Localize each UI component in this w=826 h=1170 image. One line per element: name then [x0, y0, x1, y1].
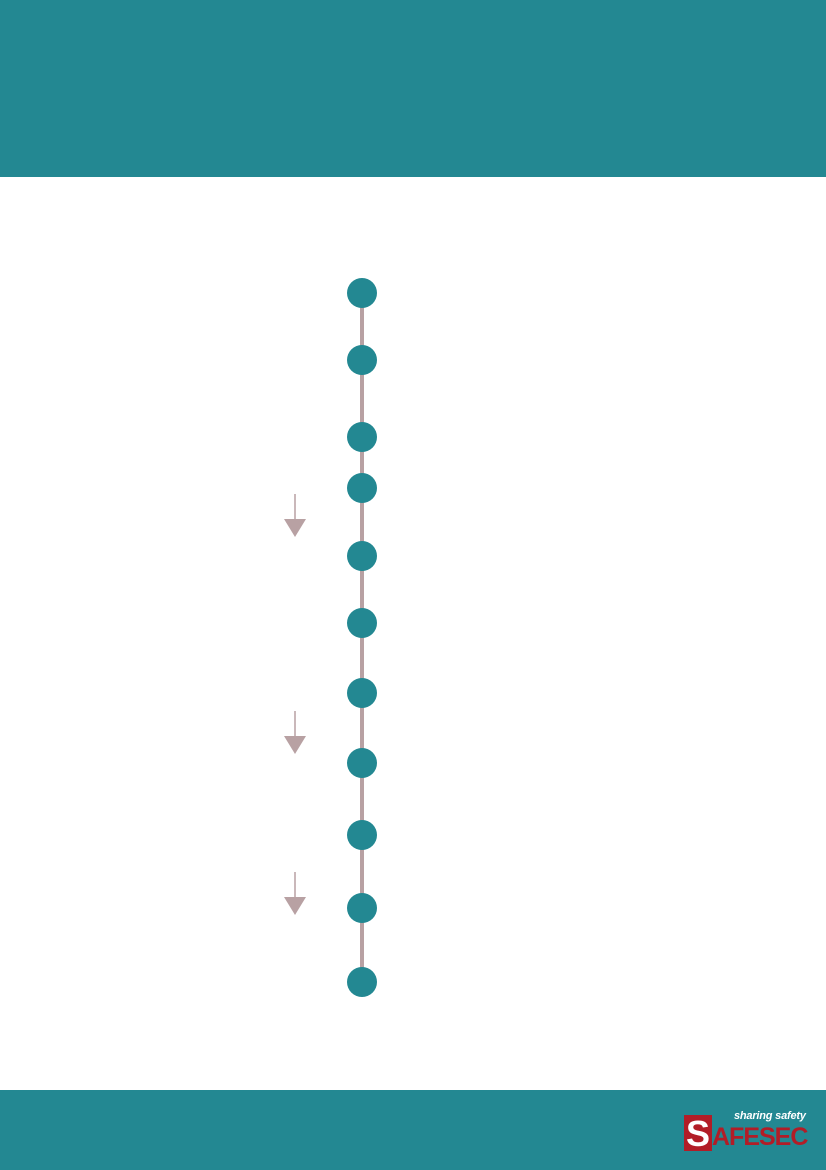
timeline-node: [347, 473, 377, 503]
timeline-node: [347, 820, 377, 850]
timeline-node: [347, 608, 377, 638]
timeline-node: [347, 893, 377, 923]
side-arrows: [284, 494, 306, 915]
timeline-node: [347, 748, 377, 778]
logo-tagline: sharing safety: [734, 1110, 806, 1122]
down-arrow-icon: [284, 494, 306, 537]
down-arrow-icon: [284, 872, 306, 915]
logo-s-background: [684, 1115, 712, 1151]
timeline-node: [347, 678, 377, 708]
logo-initial: S: [686, 1115, 710, 1151]
timeline-nodes: [347, 278, 377, 997]
arrow-head: [284, 897, 306, 915]
timeline-node: [347, 967, 377, 997]
timeline-node: [347, 345, 377, 375]
timeline-node: [347, 422, 377, 452]
logo-s-block: S: [684, 1115, 712, 1151]
timeline-node: [347, 541, 377, 571]
timeline-node: [347, 278, 377, 308]
down-arrow-icon: [284, 711, 306, 754]
arrow-head: [284, 736, 306, 754]
arrow-head: [284, 519, 306, 537]
logo-word: AFESEC: [712, 1123, 808, 1151]
header-band: [0, 0, 826, 177]
